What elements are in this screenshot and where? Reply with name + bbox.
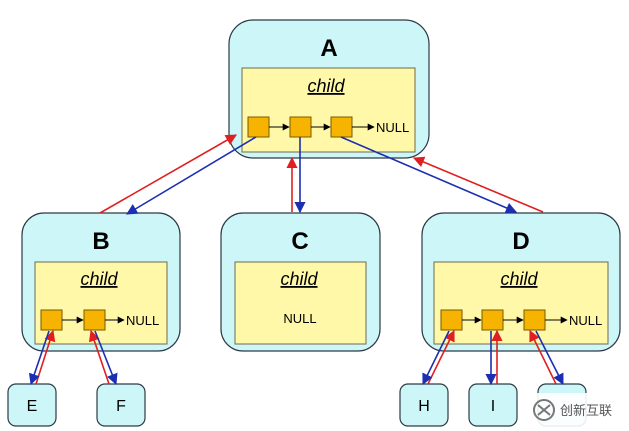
leaf-e-label: E bbox=[27, 398, 38, 415]
node-a-null: NULL bbox=[376, 120, 409, 135]
node-d-slot-1 bbox=[440, 309, 463, 331]
arrow-d-to-leaf bbox=[535, 330, 564, 385]
node-a-child-label: child bbox=[307, 76, 345, 96]
node-b: B child NULL bbox=[21, 212, 181, 352]
arrow-b-to-f bbox=[94, 330, 118, 386]
node-c: C child NULL bbox=[220, 212, 381, 352]
leaf-e: E bbox=[7, 383, 57, 427]
watermark-background bbox=[528, 393, 627, 427]
node-d-child-label: child bbox=[500, 269, 538, 289]
watermark-text: 创新互联 bbox=[560, 403, 612, 419]
node-b-label: B bbox=[92, 228, 109, 255]
node-d-slot-3 bbox=[523, 309, 546, 331]
node-d-null: NULL bbox=[569, 313, 602, 328]
node-c-null: NULL bbox=[283, 311, 316, 326]
node-a-slot-3 bbox=[330, 116, 353, 138]
watermark-logo-icon bbox=[533, 399, 555, 421]
watermark-logo-mark-icon bbox=[537, 404, 551, 416]
node-d: D child NULL bbox=[421, 212, 621, 352]
leaf-f-box bbox=[96, 383, 146, 427]
arrow-b-to-a bbox=[99, 134, 237, 214]
leaf-i-label: I bbox=[491, 398, 495, 415]
node-d-child-list bbox=[433, 261, 609, 345]
node-b-child-label: child bbox=[80, 269, 118, 289]
watermark: 创新互联 bbox=[528, 393, 627, 427]
node-c-label: C bbox=[291, 228, 308, 255]
node-a: A child NULL bbox=[228, 19, 430, 159]
arrow-d-to-h bbox=[422, 330, 450, 386]
node-d-label: D bbox=[512, 228, 529, 255]
node-d-slot-2 bbox=[481, 309, 504, 331]
leaf-h: H bbox=[399, 383, 449, 427]
arrow-a-to-b bbox=[126, 136, 257, 215]
node-b-slot-2 bbox=[83, 309, 106, 331]
node-a-label: A bbox=[320, 35, 337, 62]
arrow-b-to-e bbox=[28, 330, 50, 386]
leaf-i: I bbox=[468, 383, 518, 427]
node-c-child-list bbox=[234, 261, 367, 345]
arrow-f-to-b bbox=[88, 329, 110, 385]
node-c-child-label: child bbox=[280, 269, 318, 289]
node-b-null: NULL bbox=[126, 313, 159, 328]
node-a-slot-1 bbox=[247, 116, 270, 138]
node-a-slot-2 bbox=[289, 116, 312, 138]
node-a-child-list bbox=[241, 67, 416, 153]
leaf-h-label: H bbox=[418, 398, 430, 415]
node-b-slot-1 bbox=[40, 309, 63, 331]
arrow-d-to-a bbox=[412, 156, 544, 213]
arrow-a-to-d bbox=[340, 136, 518, 214]
arrow-leaf-to-d bbox=[529, 329, 557, 385]
leaf-f-label: F bbox=[116, 398, 126, 415]
leaf-f: F bbox=[96, 383, 146, 427]
